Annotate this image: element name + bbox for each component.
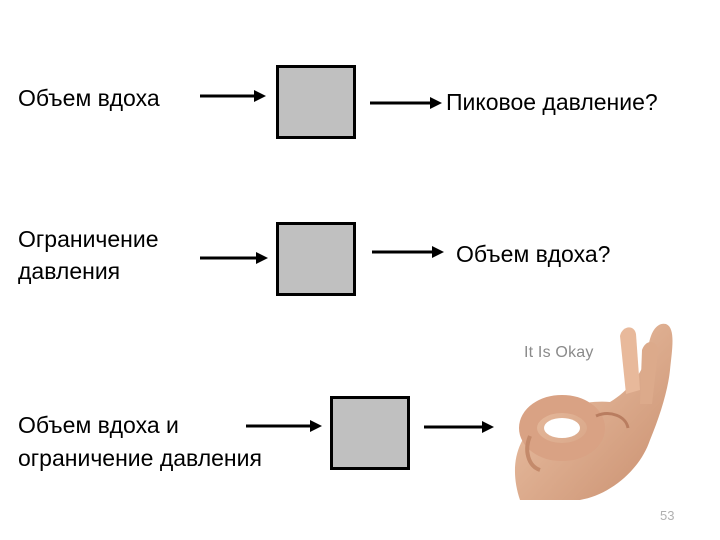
row2-input-label-line2: давления — [18, 258, 121, 284]
row1-output-arrow — [370, 96, 442, 110]
row1-input-arrow — [200, 89, 266, 103]
row3-input-label-line2: ограничение давления — [18, 445, 262, 471]
row2-output-arrow — [372, 245, 444, 259]
row2-process-box — [276, 222, 356, 296]
row1-input-label: Объем вдоха — [18, 85, 160, 111]
row2-output-label: Объем вдоха? — [456, 241, 611, 267]
row2-input-arrow — [200, 251, 268, 265]
row3-input-label-line1: Объем вдоха и — [18, 412, 179, 438]
row3-process-box — [330, 396, 410, 470]
row1-output-label: Пиковое давление? — [446, 89, 658, 115]
row1-process-box — [276, 65, 356, 139]
page-number: 53 — [660, 508, 675, 523]
row3-input-arrow — [246, 419, 322, 433]
image-caption: It Is Okay — [524, 344, 594, 361]
ok-hand-icon — [500, 320, 710, 500]
row2-input-label-line1: Ограничение — [18, 226, 159, 252]
row3-output-arrow — [424, 420, 494, 434]
